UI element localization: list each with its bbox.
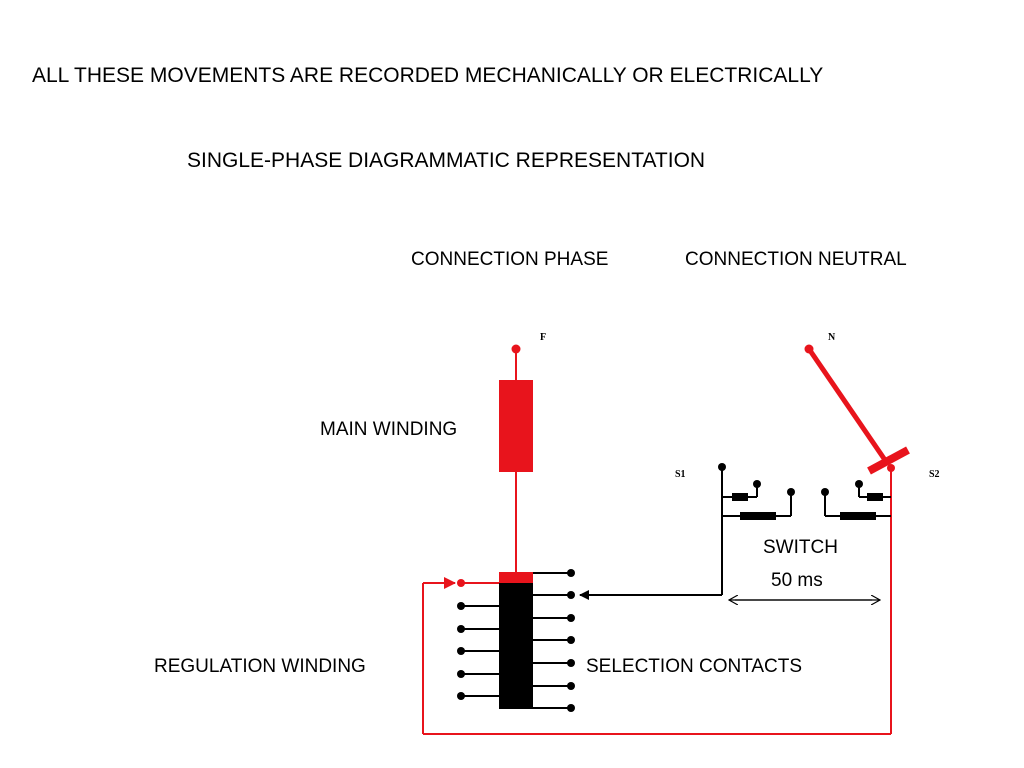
switch-label: SWITCH [763, 537, 838, 558]
selector-arm [579, 500, 723, 600]
return-conductor [422, 468, 892, 735]
neutral-terminal-label: N [828, 332, 836, 343]
phase-conductor [511, 344, 521, 572]
headline: ALL THESE MOVEMENTS ARE RECORDED MECHANI… [32, 64, 824, 87]
connection-phase-label: CONNECTION PHASE [411, 249, 609, 270]
diverter-switch-s1 [718, 463, 795, 520]
phase-terminal-dot [511, 344, 521, 354]
selection-contacts [533, 569, 575, 712]
s2-label: S2 [929, 469, 940, 480]
regulation-winding [499, 572, 533, 709]
main-winding-label: MAIN WINDING [320, 419, 458, 440]
left-taps [457, 579, 499, 700]
selection-contacts-label: SELECTION CONTACTS [586, 656, 803, 677]
diagram-title: SINGLE-PHASE DIAGRAMMATIC REPRESENTATION [187, 149, 706, 172]
s1-label: S1 [675, 469, 686, 480]
switch-time-label: 50 ms [771, 570, 823, 591]
phase-terminal-label: F [540, 332, 547, 343]
main-winding [499, 380, 533, 472]
diverter-switch-s2 [821, 480, 891, 520]
regulation-winding-label: REGULATION WINDING [154, 656, 366, 677]
connection-neutral-label: CONNECTION NEUTRAL [685, 249, 907, 270]
neutral-switch-blade [804, 344, 910, 475]
